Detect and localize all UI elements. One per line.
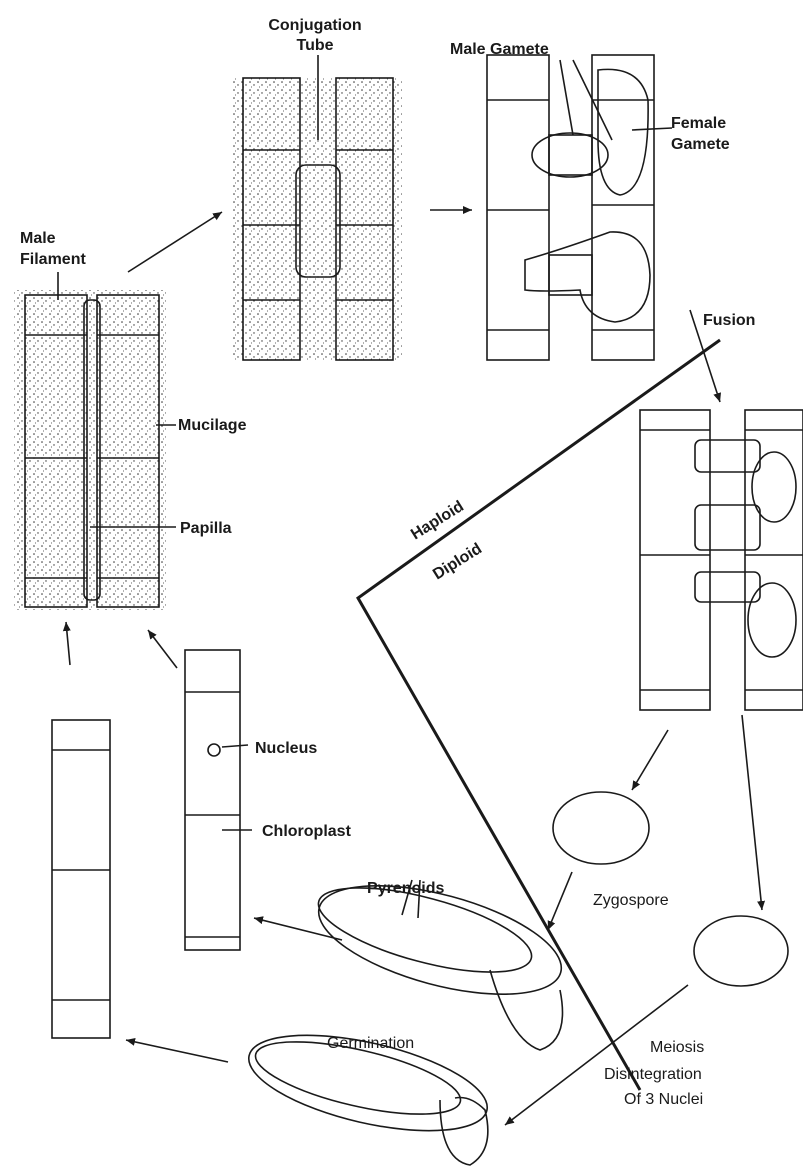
vegetative-filament-1 (52, 720, 110, 1038)
fused-filaments (640, 410, 803, 710)
zygote-1 (752, 452, 796, 522)
zygospore-1 (553, 792, 649, 864)
zygospore-2 (694, 916, 788, 986)
label-male-filament-2: Filament (20, 251, 86, 268)
male-gamete (532, 133, 608, 177)
label-haploid: Haploid (408, 498, 467, 544)
label-papilla: Papilla (180, 520, 232, 537)
male-filament-pair (14, 272, 176, 610)
label-disintegration-1: Disintegration (604, 1066, 702, 1083)
label-meiosis: Meiosis (650, 1039, 704, 1056)
label-disintegration-2: Of 3 Nuclei (624, 1091, 703, 1108)
cycle-arrows (66, 210, 762, 1125)
gamete-migration-filaments (487, 55, 672, 360)
label-pyrenoids: Pyrenoids (367, 880, 444, 897)
female-gamete (598, 69, 648, 195)
label-female-gamete-2: Gamete (671, 136, 730, 153)
label-female-gamete-1: Female (671, 115, 726, 132)
haploid-diploid-boundary (358, 340, 720, 1090)
label-germination: Germination (327, 1035, 414, 1052)
conjugation-tube-filaments (232, 55, 402, 360)
label-chloroplast: Chloroplast (262, 823, 352, 840)
label-nucleus: Nucleus (255, 740, 317, 757)
label-conjugation-tube-2: Tube (296, 37, 333, 54)
vegetative-filament-2 (185, 650, 252, 950)
nucleus-marker (208, 744, 220, 756)
label-conjugation-tube-1: Conjugation (268, 17, 361, 34)
label-diploid: Diploid (430, 540, 485, 583)
label-zygospore: Zygospore (593, 892, 669, 909)
zygote-2 (748, 583, 796, 657)
label-fusion: Fusion (703, 312, 755, 329)
label-male-gamete: Male Gamete (450, 41, 549, 58)
label-mucilage: Mucilage (178, 417, 247, 434)
label-male-filament-1: Male (20, 230, 56, 247)
